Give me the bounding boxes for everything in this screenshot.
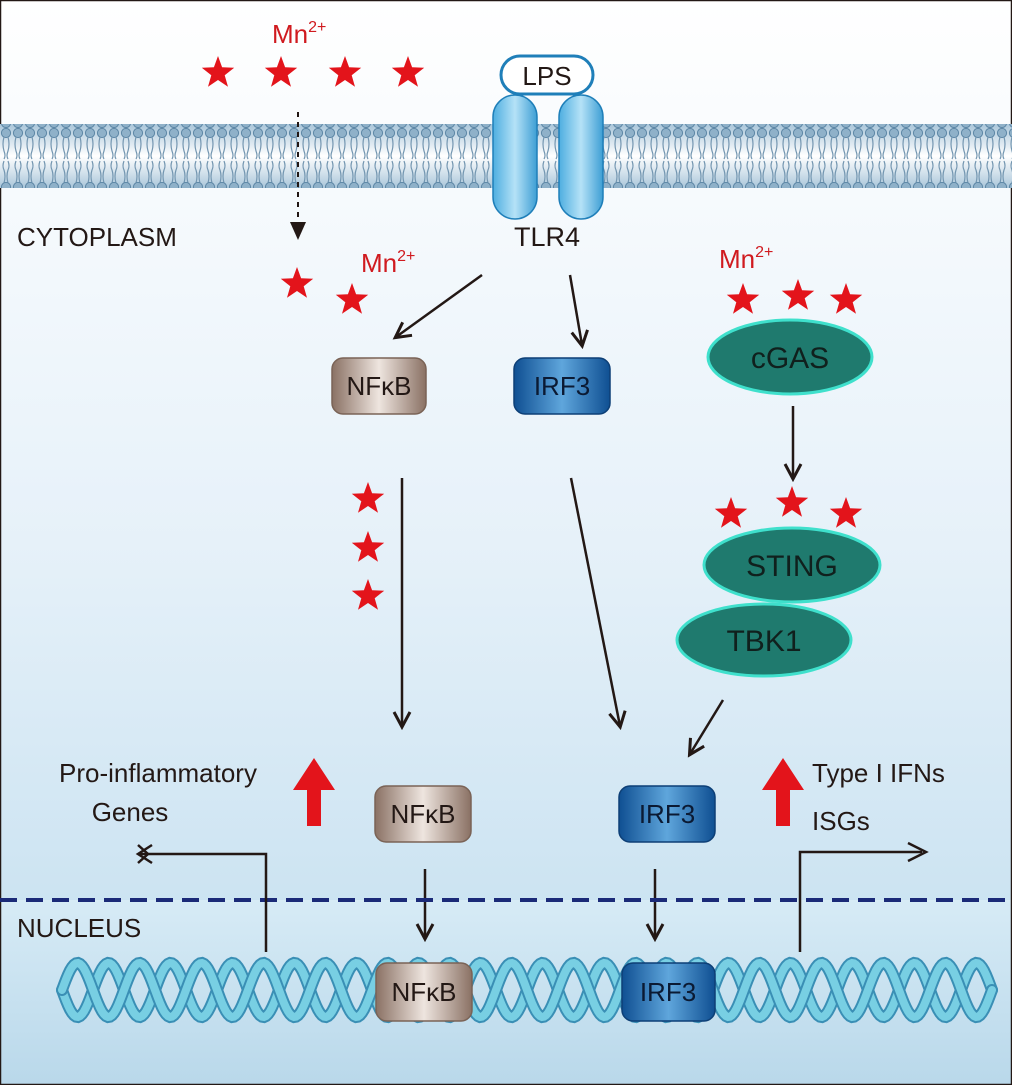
sting-label: STING <box>746 550 838 583</box>
mn-entry-arrowhead <box>290 222 306 240</box>
mn-ion-star <box>351 579 385 610</box>
mn-ion-star <box>829 497 863 528</box>
mn-ion-star <box>201 56 235 87</box>
dna-strand-b <box>58 958 996 1022</box>
mn-charge: 2+ <box>397 248 415 265</box>
irf3-perinuclear-box: IRF3 <box>618 785 716 843</box>
mn-cytoplasm-label: Mn2+ <box>361 248 415 278</box>
nfkb-perinuclear-box: NFκB <box>374 785 472 843</box>
gene-expression-arrows <box>138 850 922 952</box>
mn-ion-star <box>328 56 362 87</box>
mn-symbol: Mn <box>719 244 755 274</box>
irf3-cytoplasm-box: IRF3 <box>513 357 611 415</box>
mn-symbol: Mn <box>272 19 308 49</box>
nucleus-label: NUCLEUS <box>17 913 141 943</box>
mn-ion-star <box>280 267 314 298</box>
dna-helix <box>56 956 998 1024</box>
mn-extracellular-label: Mn2+ <box>272 19 326 49</box>
cytoplasm-label: CYTOPLASM <box>17 222 177 252</box>
mn-ion-star <box>726 283 760 314</box>
irf3-label: IRF3 <box>639 799 695 829</box>
mn-ion-star <box>775 486 809 517</box>
signaling-arrows <box>396 273 793 938</box>
isgs-label: ISGs <box>812 806 870 836</box>
type1-ifns-label: Type I IFNs <box>812 758 945 788</box>
nfkb-label: NFκB <box>391 799 456 829</box>
mn-ion-star <box>351 531 385 562</box>
mn-ion-star <box>264 56 298 87</box>
interferon-output-arrow <box>798 850 922 952</box>
interferon-arrowhead <box>907 841 929 863</box>
mn-ion-star <box>829 283 863 314</box>
mn-ion-star <box>335 283 369 314</box>
irf3-label: IRF3 <box>534 371 590 401</box>
cgas-label: cGAS <box>751 342 829 375</box>
mn-cgas-label: Mn2+ <box>719 244 773 274</box>
tlr4-label: TLR4 <box>514 222 580 252</box>
irf3-translocation-arrow <box>569 477 620 726</box>
tbk1-label: TBK1 <box>726 625 801 658</box>
tlr4-receptor <box>492 94 604 220</box>
irf3-label: IRF3 <box>640 977 696 1007</box>
irf3-dna-box: IRF3 <box>621 962 716 1022</box>
mn-ion-star <box>351 482 385 513</box>
mn-ion-star <box>391 56 425 87</box>
cgas-node: cGAS <box>706 318 874 396</box>
mn-charge: 2+ <box>755 244 773 261</box>
lps-capsule <box>499 54 595 96</box>
tlr4-to-nfkb-arrow <box>396 273 483 337</box>
mn-charge: 2+ <box>308 19 326 36</box>
manganese-ions <box>201 56 863 610</box>
upregulation-arrow-right <box>762 758 804 826</box>
nfkb-cytoplasm-box: NFκB <box>331 357 427 415</box>
pro-inflammatory-arrowhead <box>135 843 153 865</box>
mn-symbol: Mn <box>361 248 397 278</box>
tbk1-to-irf3-arrow <box>690 699 725 754</box>
mn-ion-star <box>781 279 815 310</box>
lps-label: LPS <box>522 61 571 91</box>
nfkb-dna-box: NFκB <box>375 962 473 1022</box>
nfkb-label: NFκB <box>392 977 457 1007</box>
upregulation-arrow-left <box>293 758 335 826</box>
tlr4-to-irf3-arrow <box>568 274 582 345</box>
pro-inflammatory-genes-label: Genes <box>92 797 169 827</box>
nfkb-label: NFκB <box>347 371 412 401</box>
tbk1-node: TBK1 <box>675 602 853 678</box>
pro-inflammatory-label: Pro-inflammatory <box>59 758 257 788</box>
mn-ion-star <box>714 497 748 528</box>
pro-inflammatory-output-arrow <box>138 852 268 952</box>
sting-node: STING <box>702 526 882 604</box>
